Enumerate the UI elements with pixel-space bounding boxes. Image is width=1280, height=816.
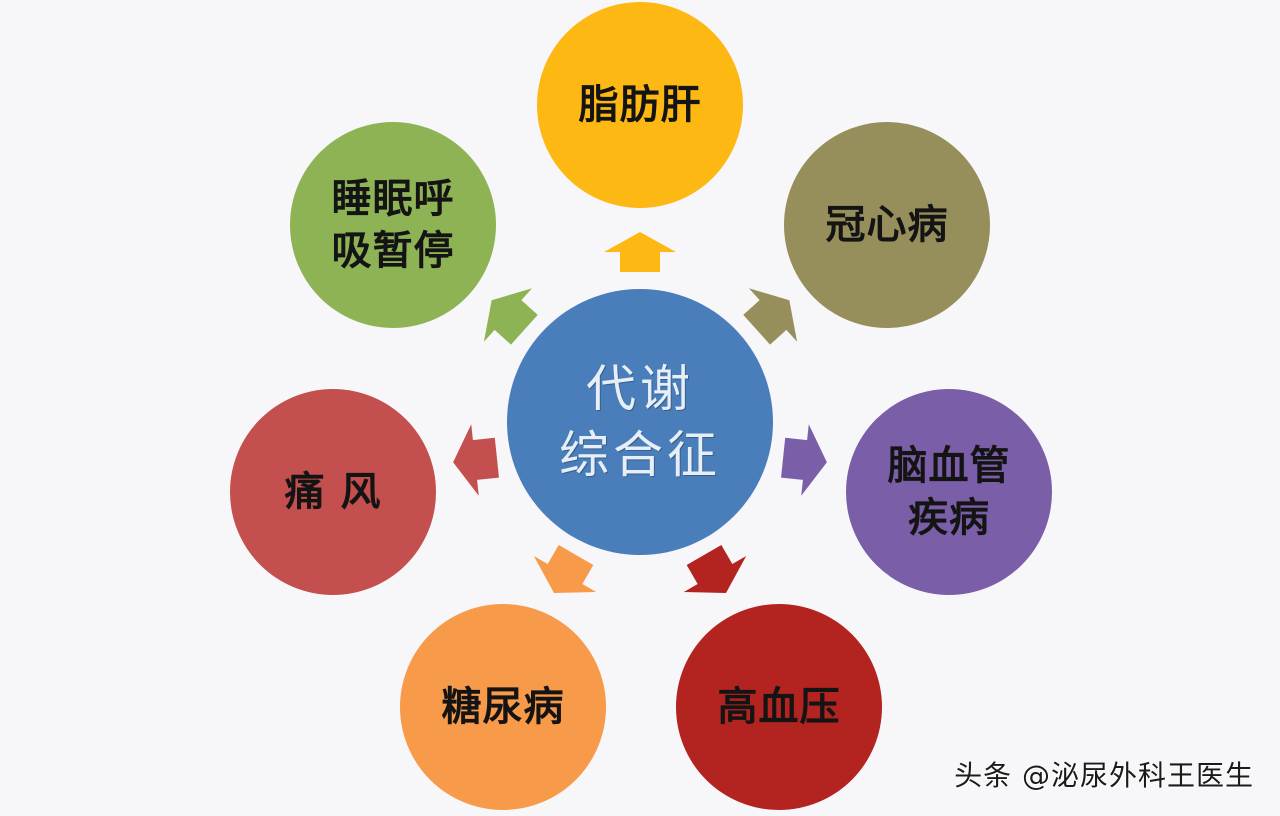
arrow-to-sleep-apnea-icon (483, 288, 538, 345)
node-label: 脑血管 疾病 (887, 443, 1011, 541)
arrow-to-cerebrovascular-disease-icon (781, 424, 827, 496)
node-label: 痛 风 (284, 469, 382, 515)
node-label: 脂肪肝 (578, 82, 702, 128)
node-diabetes: 糖尿病 (400, 604, 606, 810)
node-coronary-heart-disease: 冠心病 (784, 122, 990, 328)
node-label: 冠心病 (825, 202, 949, 248)
node-label: 高血压 (717, 684, 841, 730)
arrow-to-hypertension-icon (683, 544, 747, 594)
arrow-to-coronary-heart-disease-icon (743, 288, 798, 345)
arrow-to-fatty-liver-icon (604, 232, 676, 272)
node-cerebrovascular-disease: 脑血管 疾病 (846, 389, 1052, 595)
arrow-to-gout-icon (453, 424, 499, 496)
node-label: 糖尿病 (441, 684, 565, 730)
arrow-to-diabetes-icon (533, 544, 597, 594)
node-fatty-liver: 脂肪肝 (537, 2, 743, 208)
node-sleep-apnea: 睡眠呼 吸暂停 (290, 122, 496, 328)
center-node-label: 代谢 综合征 (559, 360, 721, 484)
watermark: 头条 @泌尿外科王医生 (954, 759, 1254, 792)
node-hypertension: 高血压 (676, 604, 882, 810)
center-node-metabolic-syndrome: 代谢 综合征 (507, 289, 773, 555)
node-label: 睡眠呼 吸暂停 (331, 176, 455, 274)
node-gout: 痛 风 (230, 389, 436, 595)
